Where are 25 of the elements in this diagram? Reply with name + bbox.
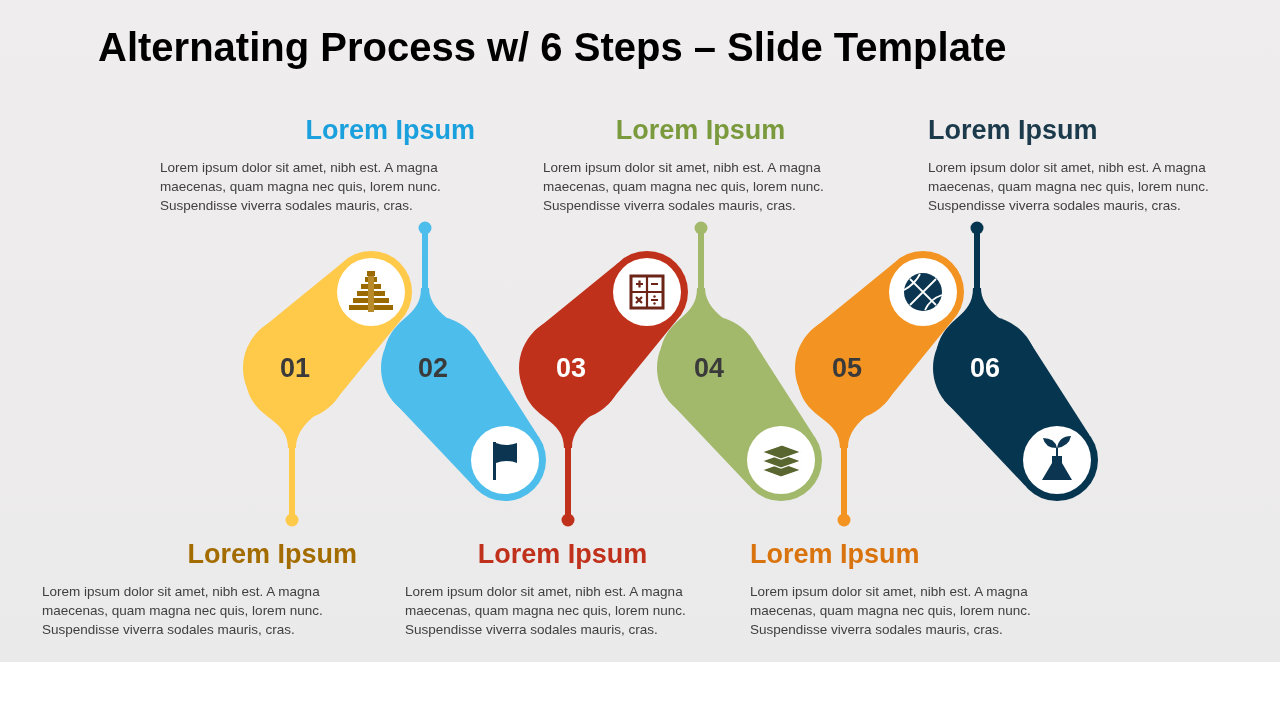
step-description: Lorem ipsum dolor sit amet, nibh est. A magna maecenas, quam magna nec quis, lorem nunc. Suspendisse viverra sodales mauris, cras. xyxy=(405,583,687,639)
step-heading: Lorem Ipsum xyxy=(186,538,357,570)
step-number: 06 xyxy=(968,352,1001,384)
step-heading: Lorem Ipsum xyxy=(614,114,787,146)
step-number: 02 xyxy=(416,352,449,384)
connector-line xyxy=(837,448,851,527)
connector-line xyxy=(561,448,575,527)
step-description: Lorem ipsum dolor sit amet, nibh est. A magna maecenas, quam magna nec quis, lorem nunc. Suspendisse viverra sodales mauris, cras. xyxy=(928,159,1210,215)
slide-title: Alternating Process w/ 6 Steps – Slide Template xyxy=(98,24,1007,71)
step-description: Lorem ipsum dolor sit amet, nibh est. A magna maecenas, quam magna nec quis, lorem nunc. Suspendisse viverra sodales mauris, cras. xyxy=(543,159,825,215)
step-number: 05 xyxy=(830,352,863,384)
connector-line xyxy=(285,448,299,527)
connector-line xyxy=(694,221,708,288)
step-heading: Lorem Ipsum xyxy=(476,538,649,570)
step-number: 01 xyxy=(278,352,311,384)
step-heading: Lorem Ipsum xyxy=(304,114,475,146)
connector-line xyxy=(970,221,984,288)
step-description: Lorem ipsum dolor sit amet, nibh est. A magna maecenas, quam magna nec quis, lorem nunc. Suspendisse viverra sodales mauris, cras. xyxy=(160,159,442,215)
step-number: 04 xyxy=(692,352,725,384)
step-description: Lorem ipsum dolor sit amet, nibh est. A magna maecenas, quam magna nec quis, lorem nunc. Suspendisse viverra sodales mauris, cras. xyxy=(42,583,324,639)
step-description: Lorem ipsum dolor sit amet, nibh est. A magna maecenas, quam magna nec quis, lorem nunc. Suspendisse viverra sodales mauris, cras. xyxy=(750,583,1032,639)
step-heading: Lorem Ipsum xyxy=(750,538,921,570)
step-heading: Lorem Ipsum xyxy=(928,114,1099,146)
step-number: 03 xyxy=(554,352,587,384)
connector-line xyxy=(418,221,432,288)
